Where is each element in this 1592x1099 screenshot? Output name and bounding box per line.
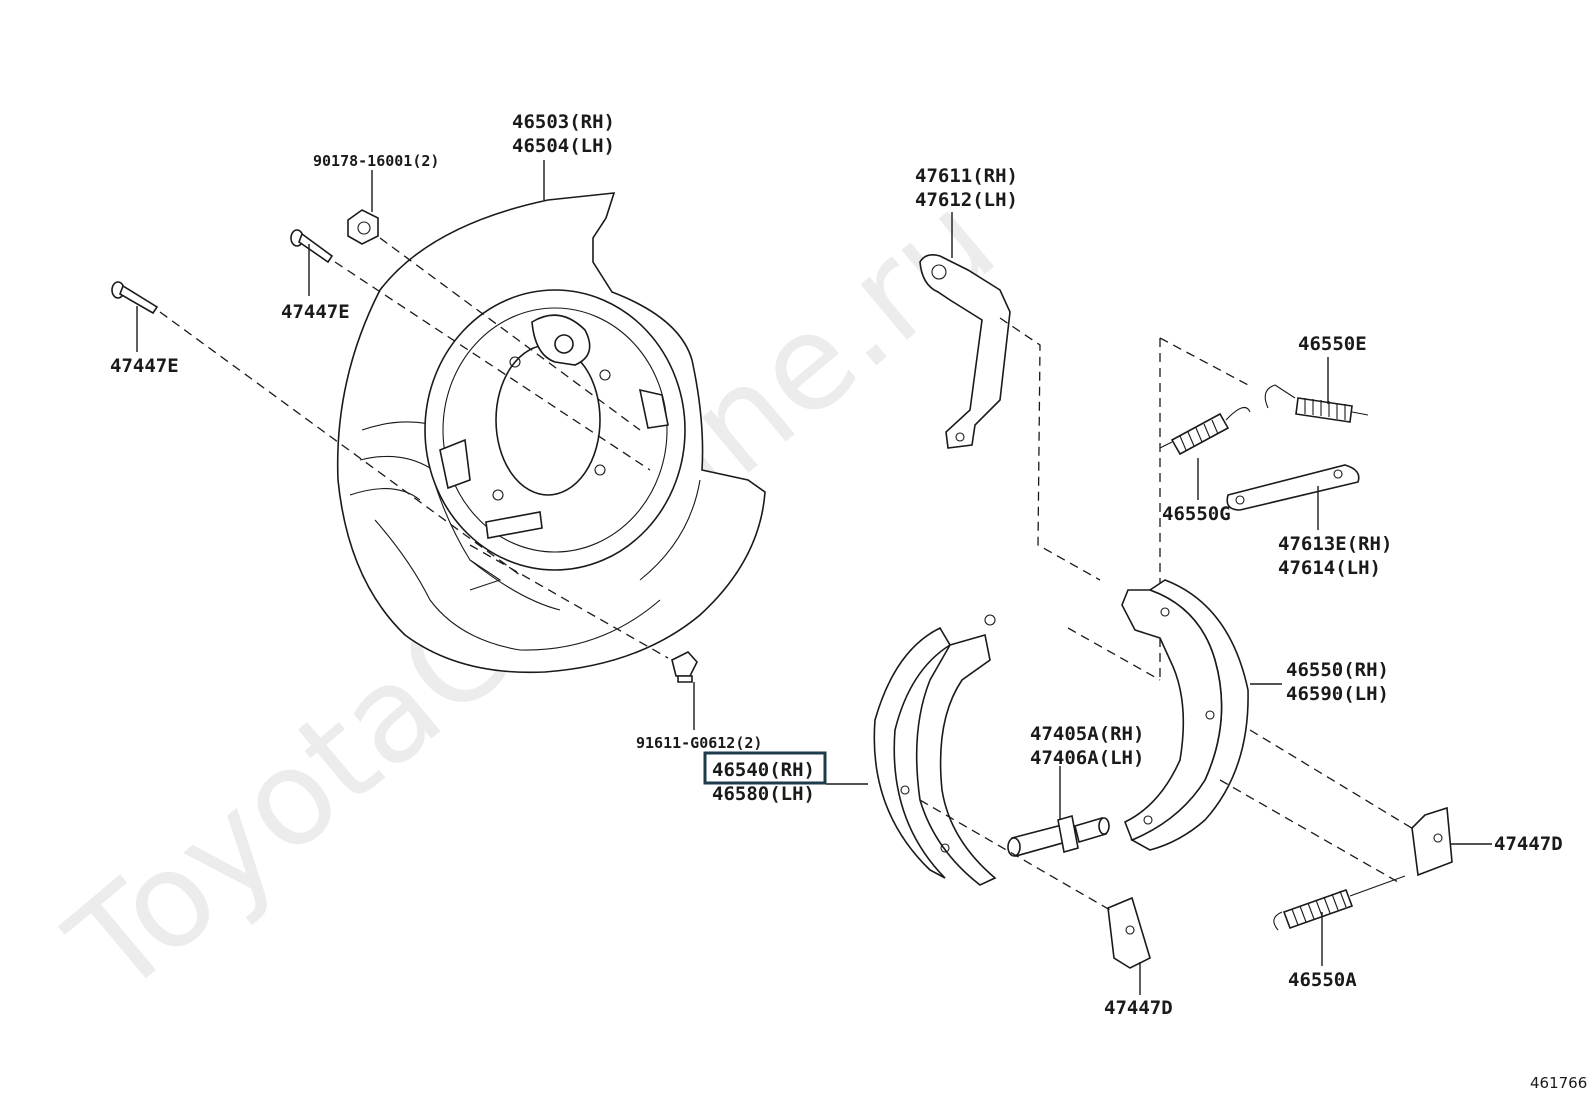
spring-46550E[interactable]: [1264, 384, 1369, 423]
assembly-line-shoe-link: [1067, 627, 1161, 681]
highlight-box: [703, 751, 827, 785]
label-adjuster-lh[interactable]: 47406A(LH): [1030, 747, 1144, 769]
spring-46550G[interactable]: [1159, 406, 1251, 456]
assembly-line-spring-a: [1219, 779, 1399, 883]
brake-shoe-left[interactable]: [873, 614, 997, 886]
label-shoe-right-rh[interactable]: 46550(RH): [1286, 659, 1389, 681]
label-strut-rh[interactable]: 47613E(RH): [1278, 533, 1392, 555]
label-shoe-right-lh[interactable]: 46590(LH): [1286, 683, 1389, 705]
label-adjuster-rh[interactable]: 47405A(RH): [1030, 723, 1144, 745]
label-shoe-left-rh[interactable]: 46540(RH): [712, 759, 815, 781]
label-bolt-left[interactable]: 47447E: [110, 355, 179, 377]
assembly-line-bolt-upper: [334, 261, 651, 471]
diagram-ref-number: 461766: [1530, 1074, 1587, 1092]
assembly-line-nut: [379, 237, 641, 431]
label-spring-a[interactable]: 46550A: [1288, 969, 1357, 991]
label-bolt-upper[interactable]: 47447E: [281, 301, 350, 323]
label-shield-rh[interactable]: 46503(RH): [512, 111, 615, 133]
label-strut-lh[interactable]: 47614(LH): [1278, 557, 1381, 579]
brake-shoe-right[interactable]: [1121, 579, 1249, 851]
assembly-line-lever: [999, 317, 1101, 581]
label-flange-bolt[interactable]: 91611-G0612(2): [636, 734, 762, 752]
spring-46550A[interactable]: [1273, 875, 1406, 931]
flange-bolt[interactable]: [671, 651, 698, 683]
label-retainer-right[interactable]: 47447D: [1494, 833, 1563, 855]
nut[interactable]: [347, 209, 379, 245]
label-shoe-left-lh[interactable]: 46580(LH): [712, 783, 815, 805]
label-shield-lh[interactable]: 46504(LH): [512, 135, 615, 157]
assembly-line-flange-bolt: [469, 544, 669, 659]
parking-brake-lever[interactable]: [919, 254, 1011, 449]
label-retainer-bottom[interactable]: 47447D: [1104, 997, 1173, 1019]
strut[interactable]: [1226, 464, 1360, 511]
label-nut[interactable]: 90178-16001(2): [313, 152, 439, 170]
bolt-left[interactable]: [111, 281, 159, 315]
label-spring-g[interactable]: 46550G: [1162, 503, 1231, 525]
label-lever-lh[interactable]: 47612(LH): [915, 189, 1018, 211]
label-lever-rh[interactable]: 47611(RH): [915, 165, 1018, 187]
retainer-right[interactable]: [1411, 806, 1453, 877]
assembly-line-retainer-right: [1249, 729, 1416, 831]
assembly-line-spring-e: [1159, 337, 1251, 387]
adjuster[interactable]: [1007, 814, 1110, 857]
assembly-line-retainer-bottom: [919, 799, 1111, 911]
retainer-bottom[interactable]: [1107, 896, 1151, 969]
backing-plate[interactable]: [424, 289, 686, 591]
label-spring-e[interactable]: 46550E: [1298, 333, 1367, 355]
bolt-upper[interactable]: [290, 229, 334, 264]
